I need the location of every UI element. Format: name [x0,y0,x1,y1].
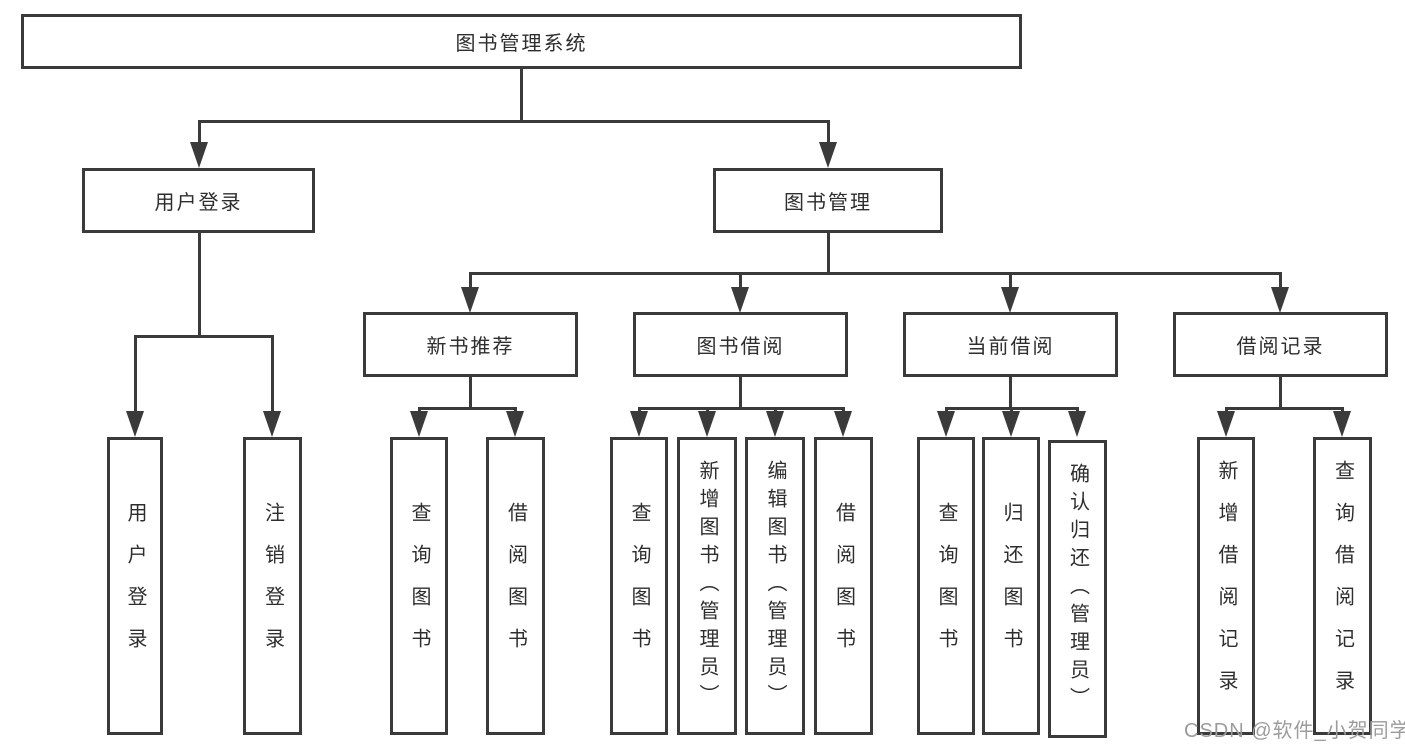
connector-line [1008,377,1012,410]
connector-line [197,120,201,145]
node-leaf-query-books-1: 查询图书 [390,437,448,735]
arrow-down-icon [1333,411,1351,437]
arrow-down-icon [698,411,716,437]
node-label: 用户登录 [124,502,146,670]
node-label: 用户登录 [154,192,243,214]
connector-line [133,335,274,338]
arrow-down-icon [937,411,955,437]
node-current-borrowing: 当前借阅 [903,312,1118,377]
node-leaf-borrow-books-1: 借阅图书 [486,437,545,735]
arrow-down-icon [731,287,749,313]
connector-line [468,272,472,289]
arrow-down-icon [819,142,837,168]
connector-line [637,407,845,410]
node-book-borrowing: 图书借阅 [633,312,848,377]
node-label: 确认归还（管理员） [1066,463,1089,715]
node-root: 图书管理系统 [21,14,1022,69]
node-user-login: 用户登录 [82,168,315,233]
node-new-book-recommend: 新书推荐 [363,312,578,377]
connector-line [468,377,472,410]
node-leaf-return-books: 归还图书 [982,437,1040,735]
connector-line [417,407,517,410]
node-label: 查询借阅记录 [1331,460,1354,712]
watermark-text: CSDN @软件_小贺同学 [1184,720,1405,742]
node-leaf-edit-books-admin: 编辑图书（管理员） [745,437,805,735]
arrow-down-icon [506,411,524,437]
node-label: 借阅图书 [504,502,527,670]
connector-line [197,120,830,123]
node-leaf-borrow-books-2: 借阅图书 [814,437,873,735]
node-label: 图书管理系统 [455,33,588,55]
node-label: 借阅图书 [832,502,855,670]
node-label: 新增图书（管理员） [696,460,718,712]
node-label: 编辑图书（管理员） [764,460,786,712]
node-borrowing-records: 借阅记录 [1173,312,1388,377]
arrow-down-icon [766,411,784,437]
connector-line [738,377,742,410]
connector-line [1224,407,1344,410]
node-label: 新书推荐 [426,336,515,358]
connector-line [270,335,274,414]
connector-line [1008,272,1012,289]
node-label: 查询图书 [935,502,957,670]
arrow-down-icon [263,411,281,437]
node-label: 图书借阅 [696,336,785,358]
node-leaf-logout-login: 注销登录 [243,437,302,735]
node-label: 新增借阅记录 [1215,460,1237,712]
node-leaf-query-borrow-record: 查询借阅记录 [1313,437,1372,735]
connector-line [826,120,830,145]
arrow-down-icon [1001,287,1019,313]
connector-line [1278,272,1282,289]
arrow-down-icon [126,411,144,437]
connector-line [1278,377,1282,410]
connector-line [197,233,201,338]
node-leaf-add-borrow-record: 新增借阅记录 [1197,437,1255,735]
node-label: 借阅记录 [1236,336,1325,358]
node-label: 查询图书 [408,502,430,670]
node-label: 注销登录 [261,502,284,670]
connector-line [133,335,137,414]
connector-line [519,69,523,123]
node-leaf-add-books-admin: 新增图书（管理员） [677,437,737,735]
arrow-down-icon [1271,287,1289,313]
connector-line [468,272,1282,275]
connector-line [738,272,742,289]
node-book-management: 图书管理 [713,168,943,233]
arrow-down-icon [1068,411,1086,437]
node-leaf-user-login: 用户登录 [107,437,163,735]
arrow-down-icon [1217,411,1235,437]
node-label: 图书管理 [784,192,872,214]
node-label: 归还图书 [1000,502,1022,670]
arrow-down-icon [1002,411,1020,437]
node-label: 当前借阅 [966,336,1055,358]
arrow-down-icon [190,142,208,168]
arrow-down-icon [630,411,648,437]
arrow-down-icon [461,287,479,313]
node-leaf-query-books-2: 查询图书 [610,437,668,735]
arrow-down-icon [410,411,428,437]
node-leaf-confirm-return-admin: 确认归还（管理员） [1048,440,1107,738]
arrow-down-icon [834,411,852,437]
node-label: 查询图书 [628,502,650,670]
node-leaf-query-books-3: 查询图书 [917,437,975,735]
connector-line [826,233,830,275]
